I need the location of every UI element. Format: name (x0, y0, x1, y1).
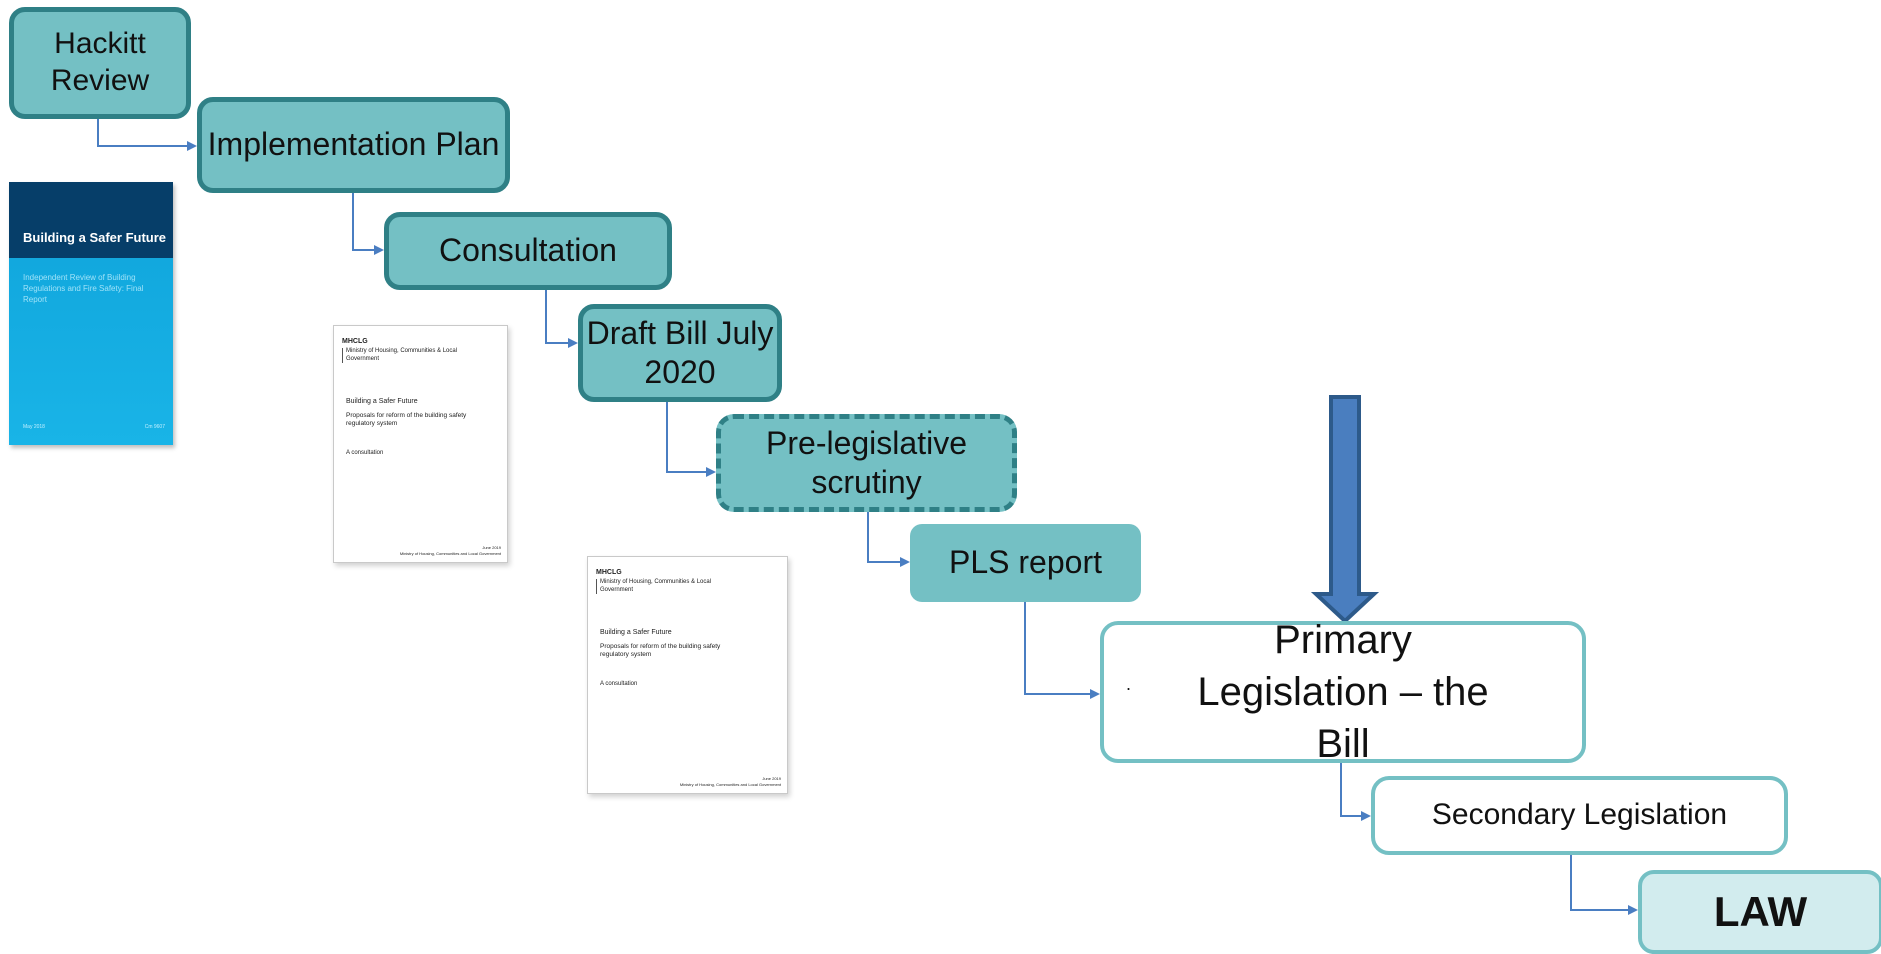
consultation-document-thumbnail-2: MHCLG Ministry of Housing, Communities &… (587, 556, 788, 794)
doc-date: June 2019 (762, 776, 781, 781)
connector-hackitt-to-plan (97, 119, 197, 151)
doc-title: Building a Safer Future (346, 398, 418, 405)
doc-subtitle: Proposals for reform of the building saf… (346, 412, 467, 428)
pls-report-label: PLS report (949, 544, 1102, 581)
final-report-cover-thumbnail: Building a Safer Future Independent Revi… (9, 182, 173, 445)
secondary-legislation-label: Secondary Legislation (1431, 798, 1728, 832)
secondary-legislation-box: Secondary Legislation (1371, 776, 1788, 855)
ministry-name: Ministry of Housing, Communities & Local… (596, 579, 720, 594)
primary-legislation-box: . Primary Legislation – the Bill (1100, 618, 1586, 766)
connector-primary-to-secondary (1340, 763, 1371, 821)
doc-ministry-line: Ministry of Housing, Communities and Loc… (399, 551, 501, 556)
connector-consultation-to-draft (545, 290, 578, 348)
doc-title: Building a Safer Future (600, 629, 672, 636)
report-title: Building a Safer Future (23, 230, 167, 245)
consultation-label: Consultation (439, 232, 617, 269)
report-date: May 2018 (23, 424, 45, 430)
hackitt-review-label: Hackitt Review (50, 27, 150, 97)
big-down-arrow (1310, 395, 1380, 624)
connector-draft-to-scrutiny (666, 402, 716, 477)
law-box: LAW (1638, 870, 1881, 954)
hackitt-review-box: Hackitt Review (9, 7, 191, 119)
connector-plan-to-consultation (352, 193, 384, 255)
doc-date: June 2019 (482, 545, 501, 550)
pre-legislative-scrutiny-label: Pre-legislative scrutiny (766, 424, 967, 500)
bullet-marker: . (1126, 674, 1132, 694)
doc-subtitle: Proposals for reform of the building saf… (600, 643, 721, 659)
crest-icon: MHCLG (342, 338, 368, 345)
report-command-number: Cm 9607 (144, 424, 165, 430)
consultation-box: Consultation (384, 212, 672, 290)
connector-report-to-primary (1024, 602, 1100, 699)
report-subtitle: Independent Review of Building Regulatio… (23, 273, 144, 305)
connector-scrutiny-to-report (867, 512, 910, 567)
implementation-plan-box: Implementation Plan (197, 97, 510, 193)
consultation-document-thumbnail: MHCLG Ministry of Housing, Communities &… (333, 325, 508, 563)
implementation-plan-label: Implementation Plan (207, 126, 500, 163)
primary-legislation-label: Primary Legislation – the Bill (1197, 618, 1489, 766)
doc-kind: A consultation (346, 450, 384, 456)
doc-kind: A consultation (600, 681, 638, 687)
crest-icon: MHCLG (596, 569, 622, 576)
ministry-name: Ministry of Housing, Communities & Local… (342, 348, 466, 363)
draft-bill-box: Draft Bill July 2020 (578, 304, 782, 402)
pre-legislative-scrutiny-box: Pre-legislative scrutiny (716, 414, 1017, 512)
doc-ministry-line: Ministry of Housing, Communities and Loc… (679, 782, 781, 787)
draft-bill-label: Draft Bill July 2020 (586, 314, 774, 390)
law-label: LAW (1713, 888, 1808, 936)
pls-report-box: PLS report (910, 524, 1141, 602)
